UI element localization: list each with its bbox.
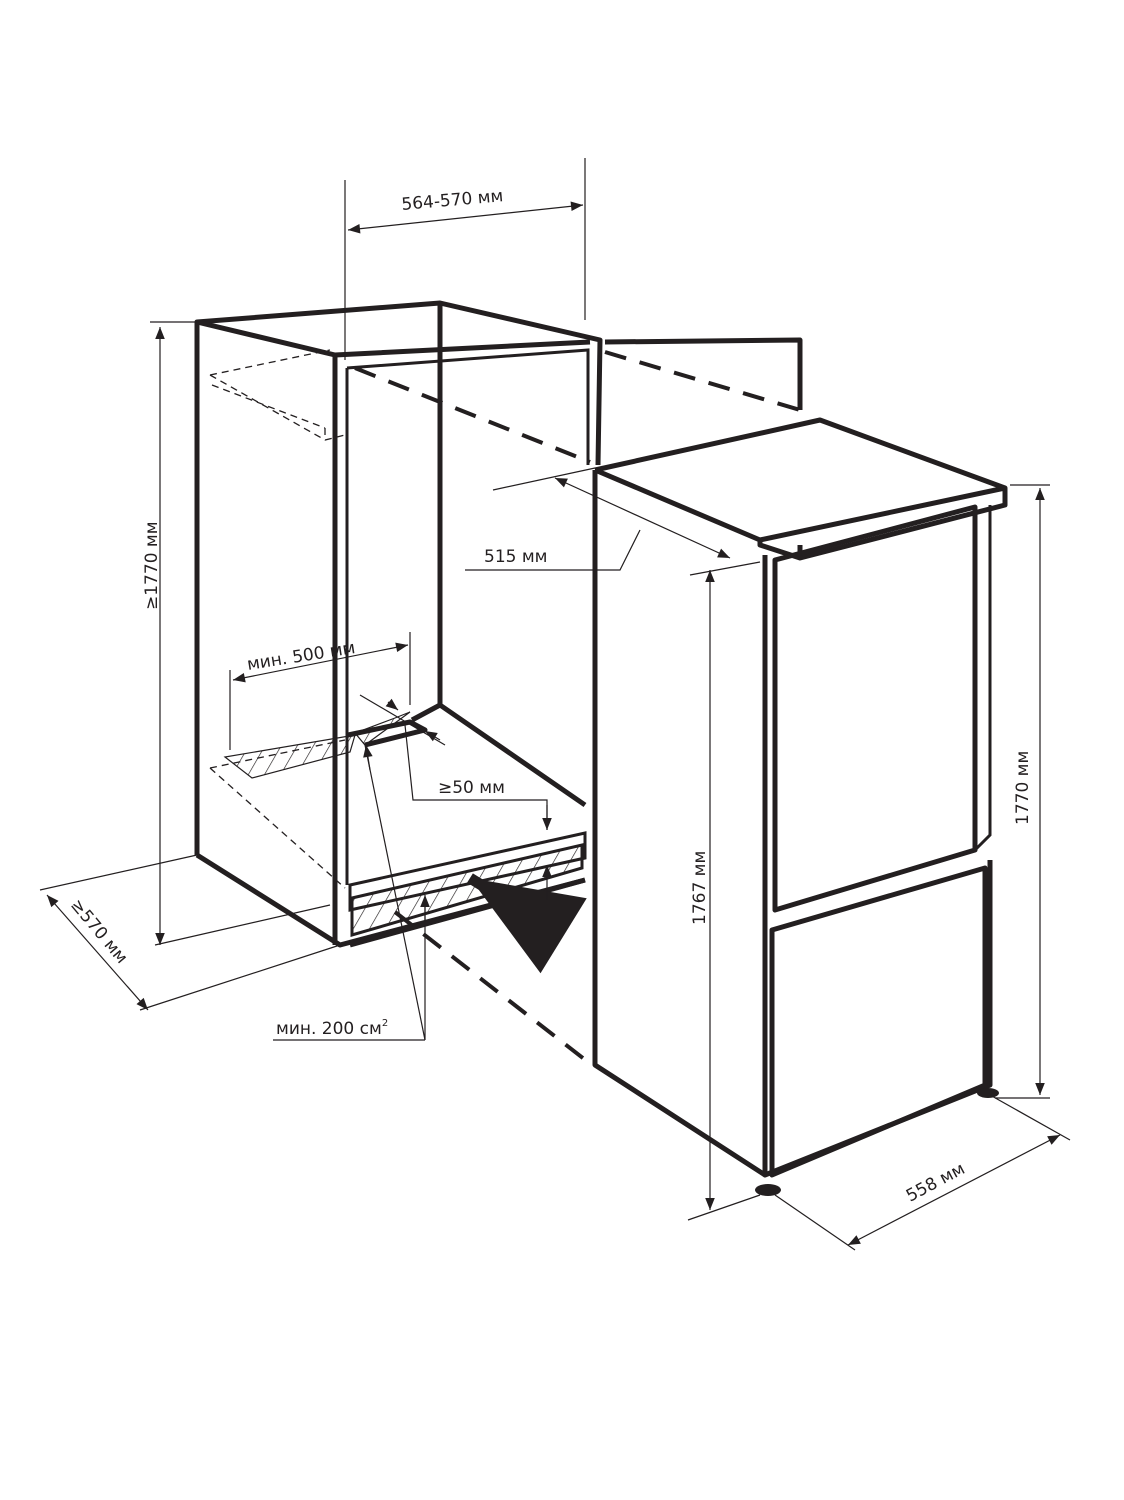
vent-area-text: мин. 200 см	[276, 1019, 382, 1039]
fridge-front-height-label: 1767 мм	[690, 851, 710, 925]
vent-gap-label: ≥50 мм	[438, 778, 505, 798]
min-vent-depth-label: мин. 500 мм	[246, 638, 357, 675]
fridge-top-depth-label: 515 мм	[484, 547, 548, 567]
refrigerator	[592, 417, 1008, 1196]
dimension-lines	[39, 158, 1071, 1251]
projection-lines	[354, 350, 801, 1064]
cabinet-niche	[194, 300, 803, 974]
fridge-height-label: 1770 мм	[1013, 751, 1033, 825]
niche-depth-label: ≥570 мм	[66, 895, 131, 967]
vent-area-superscript: 2	[382, 1018, 388, 1029]
niche-width-label: 564-570 мм	[401, 186, 504, 215]
vent-area-label: мин. 200 см2	[276, 1018, 388, 1039]
niche-height-label: ≥1770 мм	[142, 521, 162, 610]
